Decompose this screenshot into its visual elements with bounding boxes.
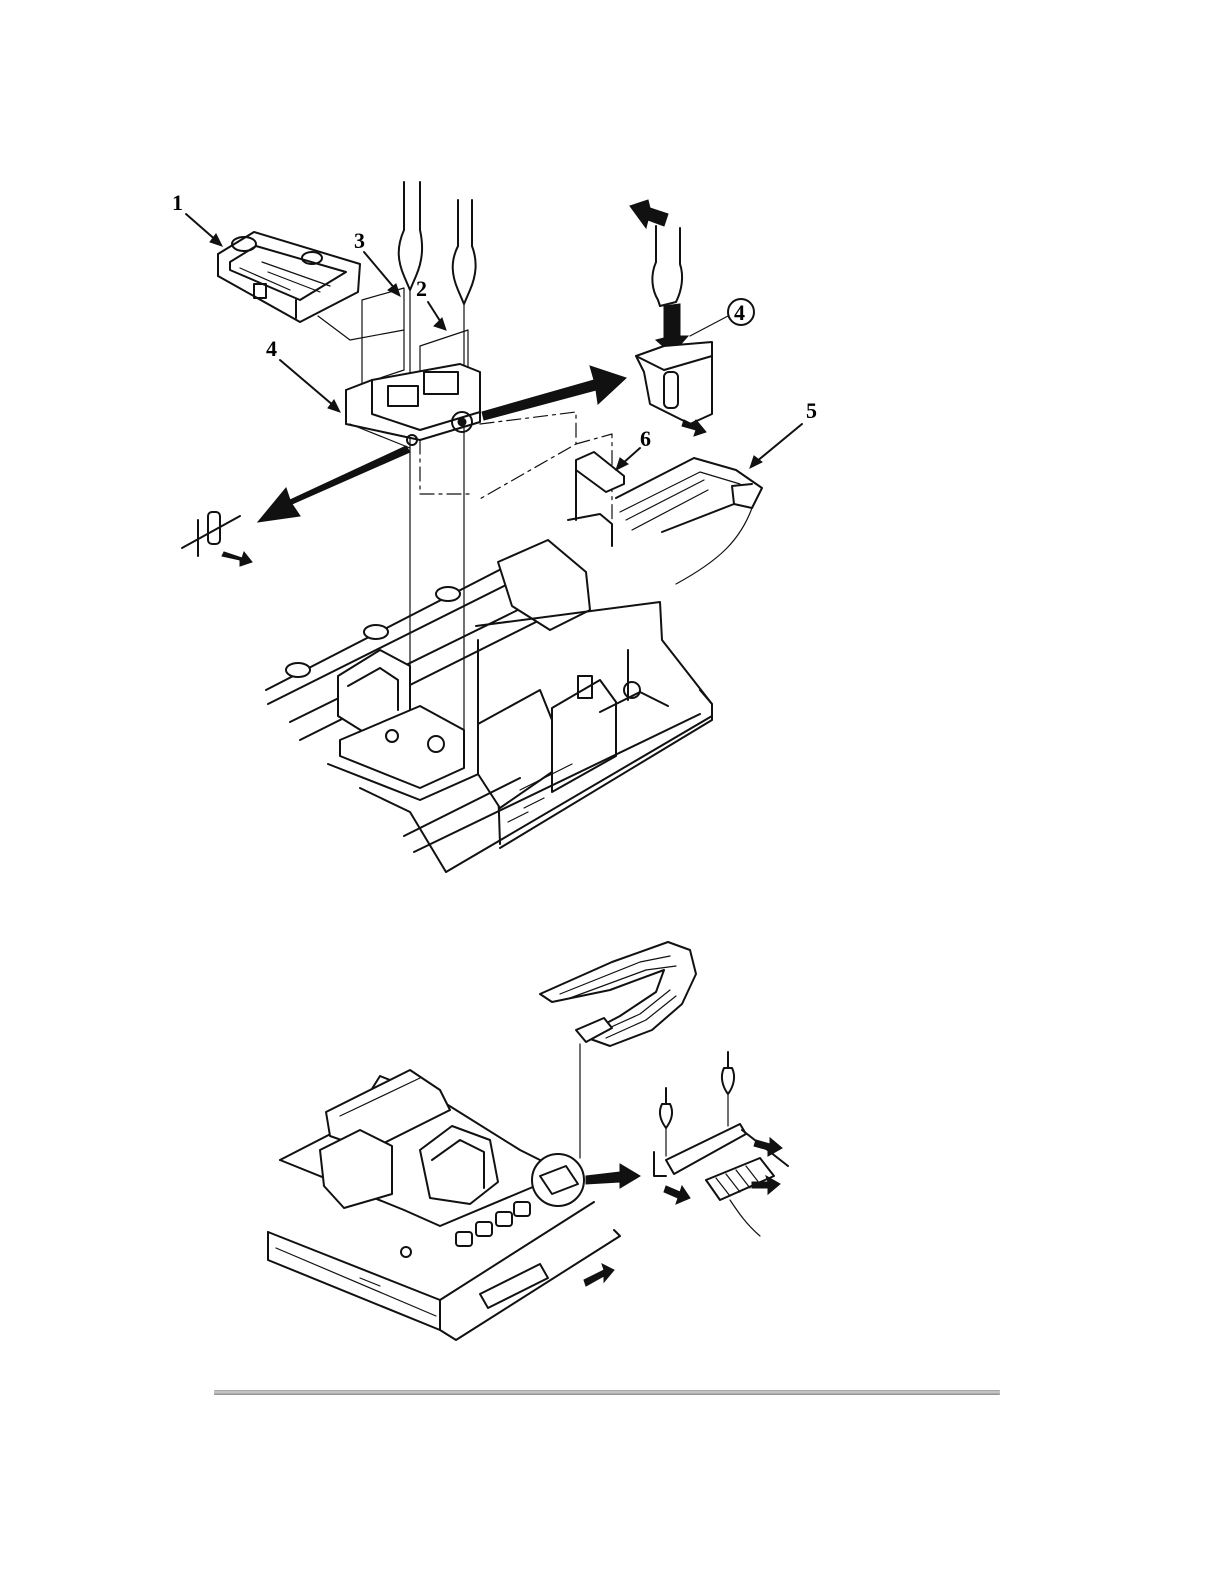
callout-6: 6 — [616, 426, 651, 470]
callout-2: 2 — [416, 276, 446, 330]
svg-text:6: 6 — [640, 426, 651, 451]
arrow-right-big — [482, 366, 626, 420]
callout-4: 4 — [266, 336, 340, 412]
bottom-cable-view — [268, 942, 788, 1340]
svg-text:1: 1 — [172, 190, 183, 215]
clip-detail-left — [182, 512, 252, 566]
screwdriver-left — [399, 182, 422, 740]
connector-detail — [654, 1052, 788, 1236]
top-exploded-view: 1 3 2 4 5 6 4 — [172, 182, 817, 872]
arrow-left-big — [258, 446, 410, 522]
callout-3: 3 — [354, 228, 400, 296]
ribbon-cartridge — [218, 232, 360, 322]
svg-text:4: 4 — [266, 336, 277, 361]
magnify-circle — [532, 1154, 640, 1206]
ribbon-cable — [616, 458, 762, 584]
svg-text:4: 4 — [734, 300, 745, 325]
connector-6 — [568, 452, 624, 546]
svg-text:2: 2 — [416, 276, 427, 301]
callout-1: 1 — [172, 190, 222, 246]
svg-text:3: 3 — [354, 228, 365, 253]
callout-5: 5 — [750, 398, 817, 468]
svg-text:5: 5 — [806, 398, 817, 423]
ribbon-cable-loose — [540, 942, 696, 1158]
printer-mechanism — [266, 540, 712, 872]
printhead-carrier — [346, 364, 480, 448]
callout-4-circled: 4 — [734, 300, 745, 325]
horizontal-rule — [214, 1390, 1000, 1395]
